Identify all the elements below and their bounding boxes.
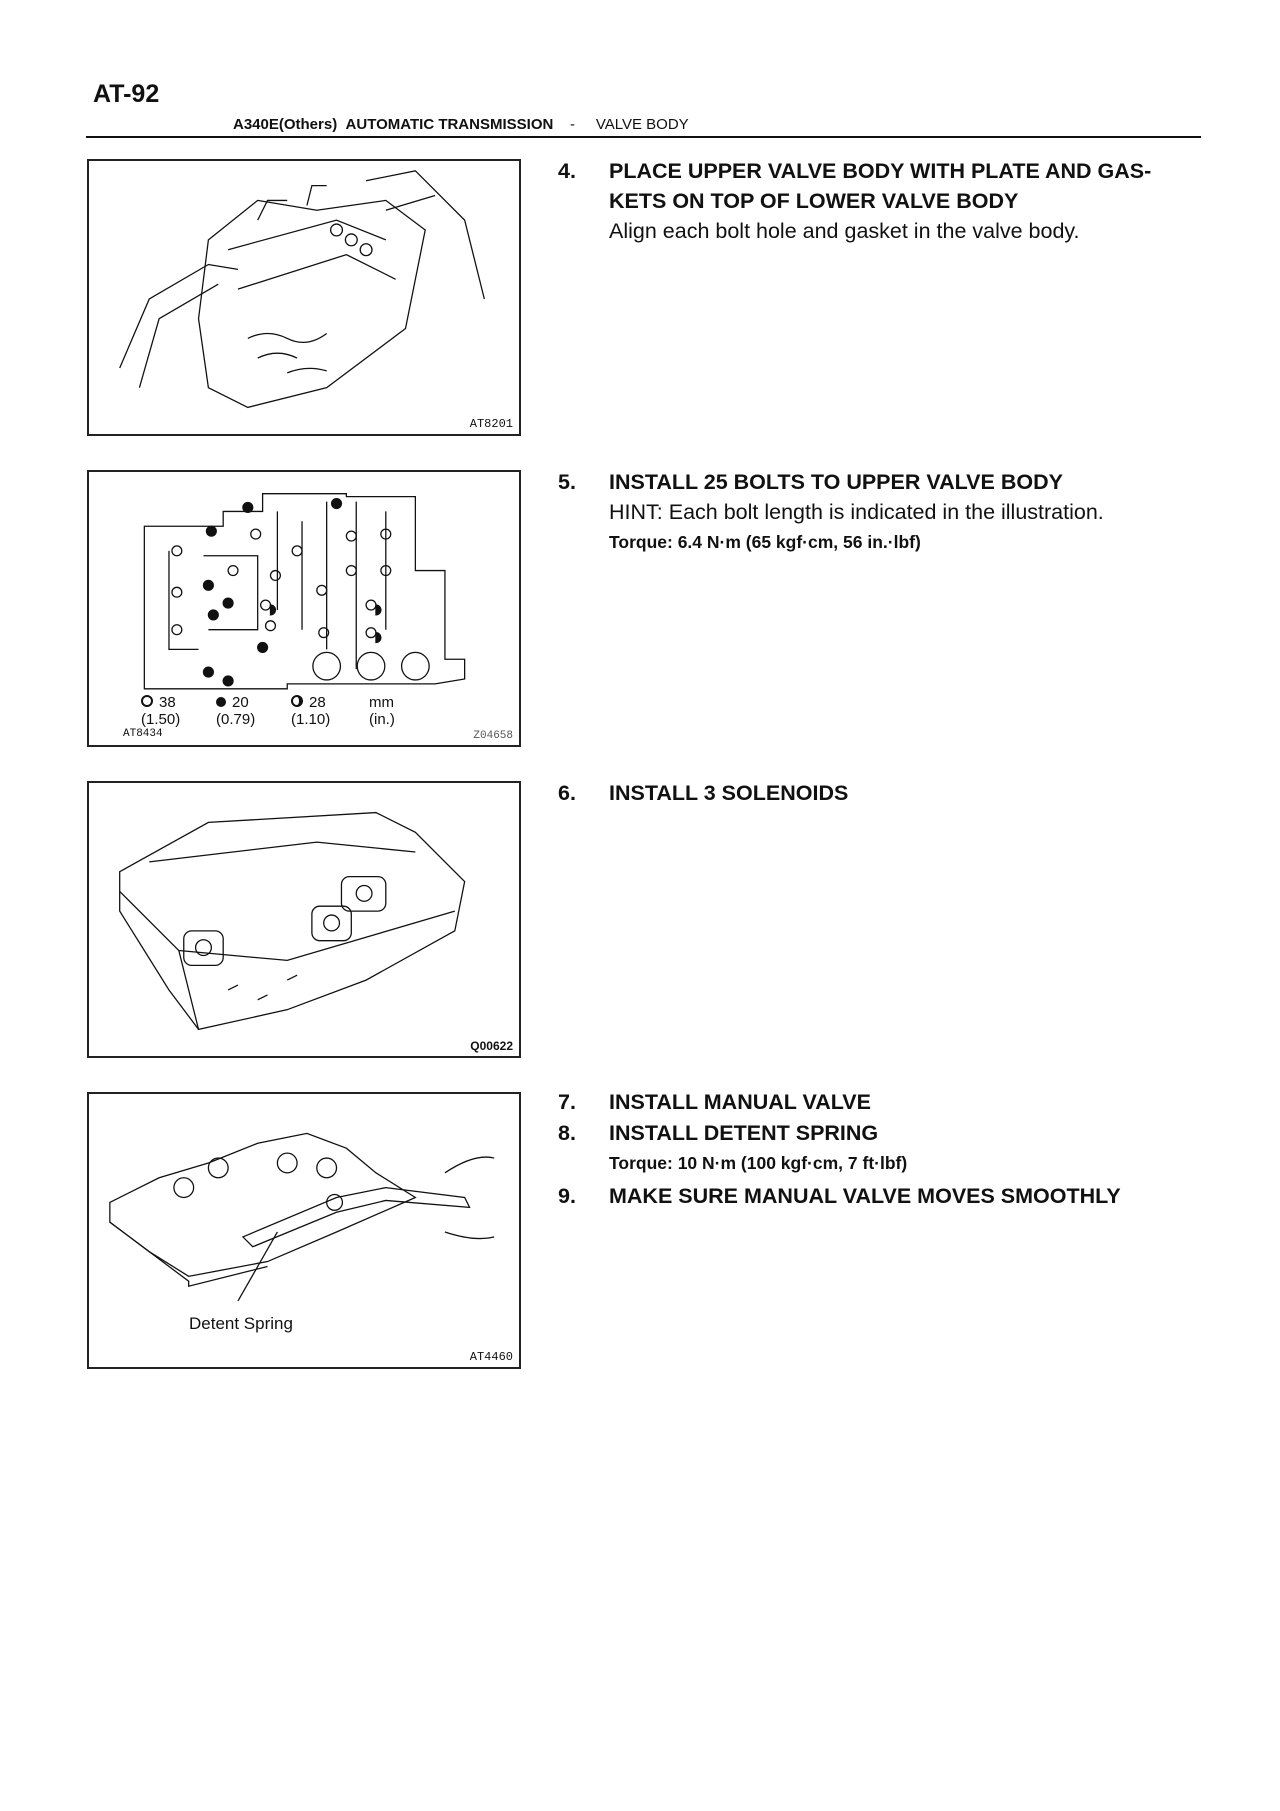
step-title-line: PLACE UPPER VALVE BODY WITH PLATE AND GA… (609, 159, 1152, 183)
step-8: 8. INSTALL DETENT SPRING Torque: 10 N·m … (558, 1118, 1208, 1178)
solenoids-illustration (119, 811, 466, 1031)
step-number: 4. (558, 159, 576, 183)
step-9: 9. MAKE SURE MANUAL VALVE MOVES SMOOTHLY (558, 1181, 1208, 1211)
legend-in-value: (1.50) (141, 711, 181, 728)
step-body: Align each bolt hole and gasket in the v… (609, 219, 1080, 243)
step-title: INSTALL MANUAL VALVE (609, 1090, 871, 1114)
legend-20mm: 20(0.79) (216, 694, 286, 728)
valve-body-hands-illustration (119, 170, 485, 409)
legend-mm-value: 20 (232, 694, 249, 711)
step-number: 5. (558, 470, 576, 494)
section-title: AUTOMATIC TRANSMISSION (345, 116, 554, 133)
step-title: INSTALL 25 BOLTS TO UPPER VALVE BODY (609, 470, 1063, 494)
legend-in-value: (1.10) (291, 711, 331, 728)
legend-28mm: 28(1.10) (291, 694, 361, 728)
step-title: INSTALL 3 SOLENOIDS (609, 781, 849, 805)
model: A340E(Others) (233, 116, 338, 133)
figure-code: AT4460 (469, 1350, 513, 1364)
figure-detent-spring: Detent Spring AT4460 (87, 1092, 521, 1369)
step-number: 8. (558, 1121, 576, 1145)
step-number: 9. (558, 1184, 576, 1208)
upper-valve-body-bolt-diagram (143, 493, 466, 690)
torque-spec: Torque: 6.4 N·m (65 kgf·cm, 56 in.·lbf) (609, 532, 921, 552)
step-7: 7. INSTALL MANUAL VALVE (558, 1087, 1208, 1117)
legend-unit-mm: mm (369, 694, 394, 711)
legend-in-value: (0.79) (216, 711, 256, 728)
figure-sub-code: AT8434 (123, 728, 163, 740)
running-header: A340E(Others) AUTOMATIC TRANSMISSION - V… (233, 116, 689, 133)
open-circle-icon (141, 695, 153, 707)
legend-units: mm(in.) (369, 694, 429, 728)
header-rule (86, 136, 1201, 138)
figure-install-solenoids: Q00622 (87, 781, 521, 1058)
legend-unit-in: (in.) (369, 711, 395, 728)
half-circle-icon (291, 695, 303, 707)
torque-spec: Torque: 10 N·m (100 kgf·cm, 7 ft·lbf) (609, 1153, 908, 1173)
legend-38mm: 38(1.50) (141, 694, 211, 728)
step-title: INSTALL DETENT SPRING (609, 1121, 879, 1145)
step-5: 5. INSTALL 25 BOLTS TO UPPER VALVE BODY … (558, 467, 1208, 557)
step-hint: HINT: Each bolt length is indicated in t… (609, 500, 1104, 524)
step-title: MAKE SURE MANUAL VALVE MOVES SMOOTHLY (609, 1184, 1121, 1208)
step-4: 4. PLACE UPPER VALVE BODY WITH PLATE AND… (558, 156, 1208, 246)
figure-code: Z04658 (473, 730, 513, 742)
legend-mm-value: 38 (159, 694, 176, 711)
detent-spring-label: Detent Spring (189, 1314, 293, 1333)
legend-mm-value: 28 (309, 694, 326, 711)
page-number: AT-92 (93, 80, 160, 108)
figure-code: Q00622 (470, 1039, 513, 1053)
figure-code: AT8201 (469, 417, 513, 431)
figure-place-upper-valve-body: AT8201 (87, 159, 521, 436)
subsection-title: VALVE BODY (595, 116, 689, 133)
header-separator: - (570, 116, 575, 133)
step-number: 7. (558, 1090, 576, 1114)
detent-spring-illustration (109, 1132, 495, 1302)
step-title-line: KETS ON TOP OF LOWER VALVE BODY (609, 189, 1019, 213)
step-6: 6. INSTALL 3 SOLENOIDS (558, 778, 1208, 808)
step-number: 6. (558, 781, 576, 805)
filled-circle-icon (216, 697, 226, 707)
figure-bolt-locations: 38(1.50) 20(0.79) 28(1.10) mm(in.) AT843… (87, 470, 521, 747)
